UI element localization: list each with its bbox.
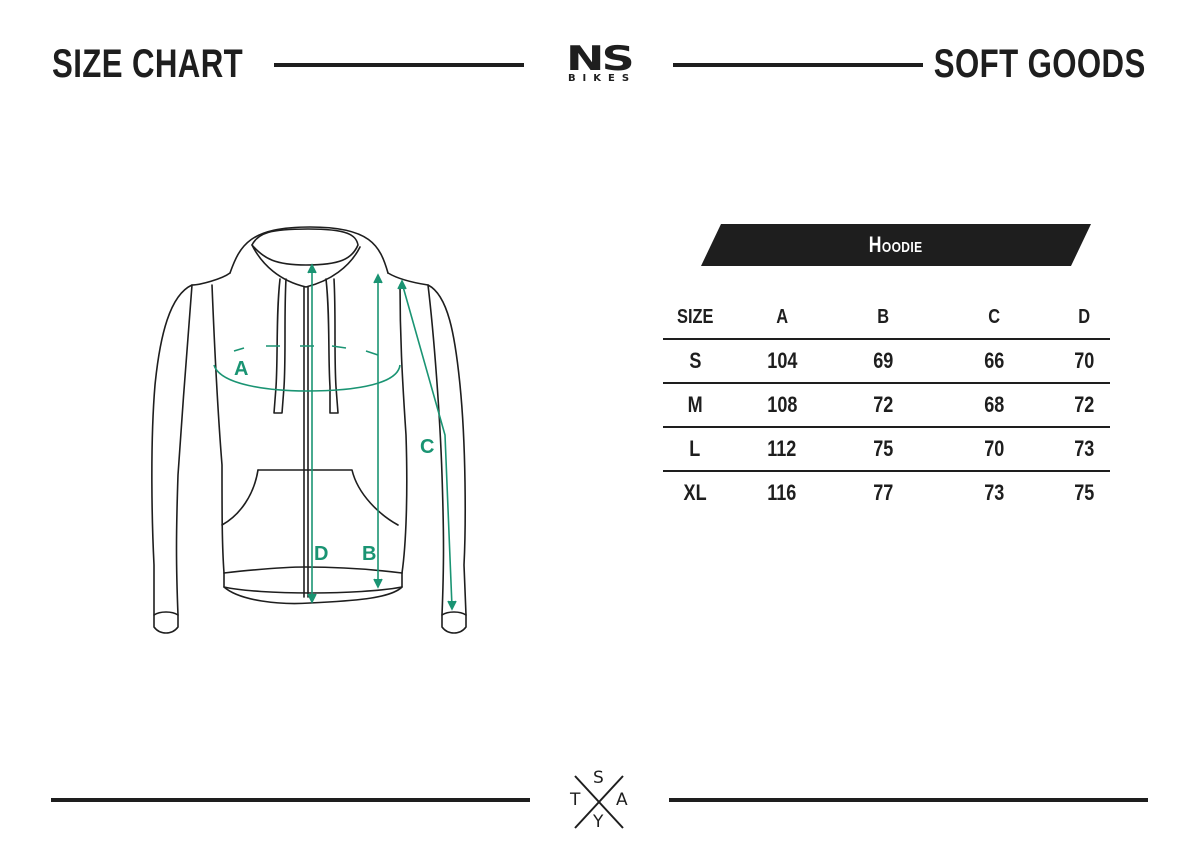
cell-b: 72 (837, 383, 929, 428)
label-c: C (420, 436, 434, 458)
label-b: B (362, 543, 376, 565)
cell-a: 104 (727, 339, 837, 384)
cell-size: S (663, 339, 727, 384)
footer-rule-right (669, 798, 1148, 802)
cell-b: 75 (837, 427, 929, 472)
cell-a: 112 (727, 427, 837, 472)
table-row: S 104 69 66 70 (663, 339, 1110, 384)
cell-size: XL (683, 480, 707, 505)
cell-a: 108 (727, 383, 837, 428)
page-title-soft-goods: SOFT GOODS (934, 42, 1146, 86)
size-table: SIZE A B C D S 104 69 66 70 M 108 72 68 … (663, 297, 1110, 514)
table-header-row: SIZE A B C D (663, 297, 1110, 340)
col-header-size: SIZE (663, 297, 727, 340)
cross-icon (574, 775, 624, 829)
emblem-letter-left: T (570, 790, 581, 810)
cell-b: 69 (837, 339, 929, 384)
hoodie-outline (151, 226, 467, 634)
cell-d: 70 (1059, 339, 1110, 384)
cell-b: 77 (872, 480, 894, 505)
ns-bikes-logo: NS BIKES (556, 42, 642, 86)
product-banner: Hoodie (701, 224, 1091, 266)
col-header-d: D (1059, 297, 1110, 340)
col-header-a: A (727, 297, 837, 340)
logo-subtitle: BIKES (567, 73, 637, 84)
col-header-b: B (837, 297, 929, 340)
emblem-letter-bottom: Y (593, 812, 604, 832)
cell-a: 116 (767, 480, 797, 505)
table-row: M 108 72 68 72 (663, 383, 1110, 428)
header-rule-right (673, 63, 923, 67)
table-row: XL 116 77 73 75 (663, 471, 1110, 514)
header-rule-left (274, 63, 524, 67)
cell-d: 73 (1059, 427, 1110, 472)
cell-d: 72 (1059, 383, 1110, 428)
cell-size: L (663, 427, 727, 472)
cell-size: M (663, 383, 727, 428)
cell-c: 70 (929, 427, 1059, 472)
emblem-letter-top: S (593, 768, 604, 788)
hoodie-diagram: A D B C (130, 215, 490, 645)
emblem-letter-right: A (616, 790, 628, 810)
cell-c: 68 (929, 383, 1059, 428)
stay-emblem: S T A Y (556, 768, 642, 832)
footer-rule-left (51, 798, 530, 802)
product-name: Hoodie (869, 232, 923, 257)
col-header-c: C (929, 297, 1059, 340)
page-title-size-chart: SIZE CHART (52, 42, 244, 86)
logo-mark: NS (565, 39, 635, 79)
cell-c: 73 (983, 480, 1005, 505)
cell-c: 66 (929, 339, 1059, 384)
table-row: L 112 75 70 73 (663, 427, 1110, 472)
label-d: D (314, 543, 328, 565)
measurement-lines (213, 263, 457, 611)
cell-d: 75 (1074, 480, 1095, 505)
label-a: A (234, 358, 248, 380)
sleeve-measure-c (401, 282, 453, 608)
chest-measure-a (213, 364, 401, 392)
